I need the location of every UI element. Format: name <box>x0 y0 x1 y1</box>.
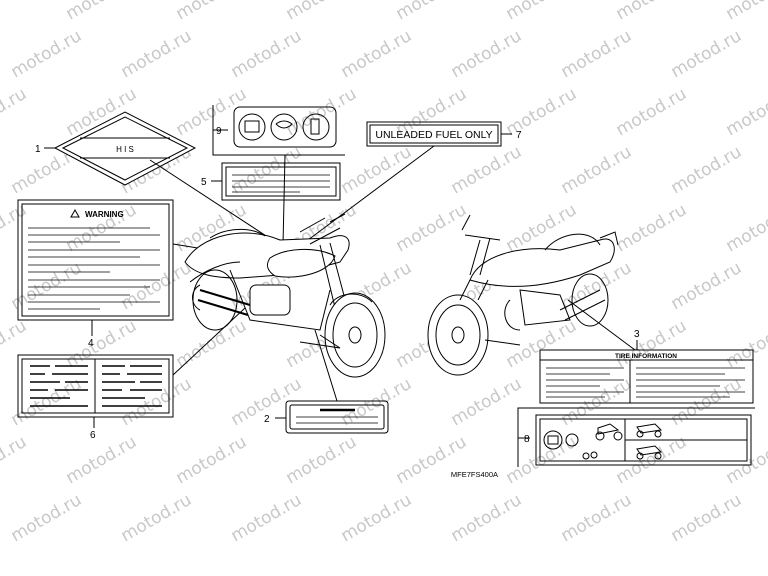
engine-oil-icon <box>270 113 298 141</box>
watermark-text: motod.ru <box>0 0 30 24</box>
manual-icon <box>543 430 563 450</box>
watermark-text: motod.ru <box>173 432 251 488</box>
label-1-emblem[interactable]: H I S <box>53 111 197 186</box>
emblem-letters: H I S <box>116 145 134 154</box>
watermark-text: motod.ru <box>723 316 768 372</box>
label-3-tire-info[interactable]: TIRE INFORMATION <box>539 349 754 404</box>
watermark-text: motod.ru <box>393 432 471 488</box>
watermark-text: motod.ru <box>558 490 636 546</box>
motorcycle-right <box>427 214 619 376</box>
watermark-text: motod.ru <box>8 490 86 546</box>
diagram-code: MFE7FS400A <box>451 470 498 479</box>
callout-numbers: 1 2 3 4 5 6 7 8 9 <box>35 126 640 445</box>
callout-1: 1 <box>35 144 41 155</box>
watermark-text: motod.ru <box>338 142 416 198</box>
watermark-text: motod.ru <box>448 142 526 198</box>
watermark-text: motod.ru <box>338 490 416 546</box>
watermark-text: motod.ru <box>558 374 636 430</box>
watermark-text: motod.ru <box>118 258 196 314</box>
pointer-2 <box>314 329 338 402</box>
watermark-text: motod.ru <box>668 374 746 430</box>
tire-info-title: TIRE INFORMATION <box>615 353 677 360</box>
pointer-1 <box>149 159 281 246</box>
passenger-icon <box>590 451 598 459</box>
watermark-text: motod.ru <box>503 432 581 488</box>
watermark-text: motod.ru <box>0 84 30 140</box>
watermark-text: motod.ru <box>448 490 526 546</box>
callout-3: 3 <box>634 329 640 340</box>
unleaded-fuel-text: UNLEADED FUEL ONLY <box>375 129 492 141</box>
watermark-text: motod.ru <box>228 26 306 82</box>
watermark-text: motod.ru <box>613 0 691 24</box>
manual-icon <box>238 113 266 141</box>
watermark-text: motod.ru <box>63 316 141 372</box>
watermark-text: motod.ru <box>668 258 746 314</box>
label-4-warning[interactable]: WARNING <box>17 199 174 321</box>
callout-6: 6 <box>90 430 96 441</box>
watermark-text: motod.ru <box>503 84 581 140</box>
pointer-6 <box>172 307 246 376</box>
callout-5: 5 <box>201 177 207 188</box>
watermark-text: motod.ru <box>613 200 691 256</box>
callout-4: 4 <box>88 338 94 349</box>
watermark-text: motod.ru <box>283 0 361 24</box>
watermark-text: motod.ru <box>338 26 416 82</box>
motorcycle-left <box>184 213 386 378</box>
watermark-text: motod.ru <box>63 432 141 488</box>
watermark-text: motod.ru <box>228 142 306 198</box>
watermark-text: motod.ru <box>723 200 768 256</box>
callout-9: 9 <box>216 126 222 137</box>
watermark-text: motod.ru <box>613 84 691 140</box>
warning-triangle-icon <box>70 208 80 218</box>
watermark-text: motod.ru <box>283 432 361 488</box>
watermark-text: motod.ru <box>448 374 526 430</box>
watermark-text: motod.ru <box>173 0 251 24</box>
watermark-text: motod.ru <box>0 432 30 488</box>
watermark-text: motod.ru <box>448 26 526 82</box>
watermark-text: motod.ru <box>173 316 251 372</box>
watermark-text: motod.ru <box>668 26 746 82</box>
watermark-text: motod.ru <box>558 26 636 82</box>
fuel-pump-icon <box>302 113 330 141</box>
watermark-text: motod.ru <box>723 0 768 24</box>
watermark-text: motod.ru <box>63 0 141 24</box>
label-6-double[interactable] <box>17 354 174 418</box>
watermark-text: motod.ru <box>8 258 86 314</box>
pointer-7 <box>299 145 435 247</box>
watermark-text: motod.ru <box>393 200 471 256</box>
watermark-text: motod.ru <box>393 0 471 24</box>
watermark-text: motod.ru <box>0 200 30 256</box>
watermark-text: motod.ru <box>613 316 691 372</box>
watermark-text: motod.ru <box>0 316 30 372</box>
watermark-text: motod.ru <box>8 26 86 82</box>
watermark-text: motod.ru <box>118 490 196 546</box>
safety-icon <box>565 433 579 447</box>
warning-title: WARNING <box>85 210 124 219</box>
watermark-text: motod.ru <box>283 84 361 140</box>
callout-7: 7 <box>516 130 522 141</box>
callout-8: 8 <box>524 434 530 445</box>
watermark-text: motod.ru <box>668 490 746 546</box>
callout-2: 2 <box>264 414 270 425</box>
watermark-text: motod.ru <box>723 84 768 140</box>
watermark-text: motod.ru <box>558 142 636 198</box>
watermark-text: motod.ru <box>228 490 306 546</box>
label-7-unleaded[interactable]: UNLEADED FUEL ONLY <box>366 121 502 147</box>
watermark-text: motod.ru <box>668 142 746 198</box>
watermark-text: motod.ru <box>118 26 196 82</box>
label-8-passenger-info[interactable] <box>517 407 755 467</box>
watermark-text: motod.ru <box>173 84 251 140</box>
pointer-3 <box>567 299 636 351</box>
watermark-text: motod.ru <box>338 374 416 430</box>
label-9-icons[interactable] <box>212 105 345 156</box>
label-5-blank[interactable] <box>221 162 341 201</box>
watermark-text: motod.ru <box>503 0 581 24</box>
